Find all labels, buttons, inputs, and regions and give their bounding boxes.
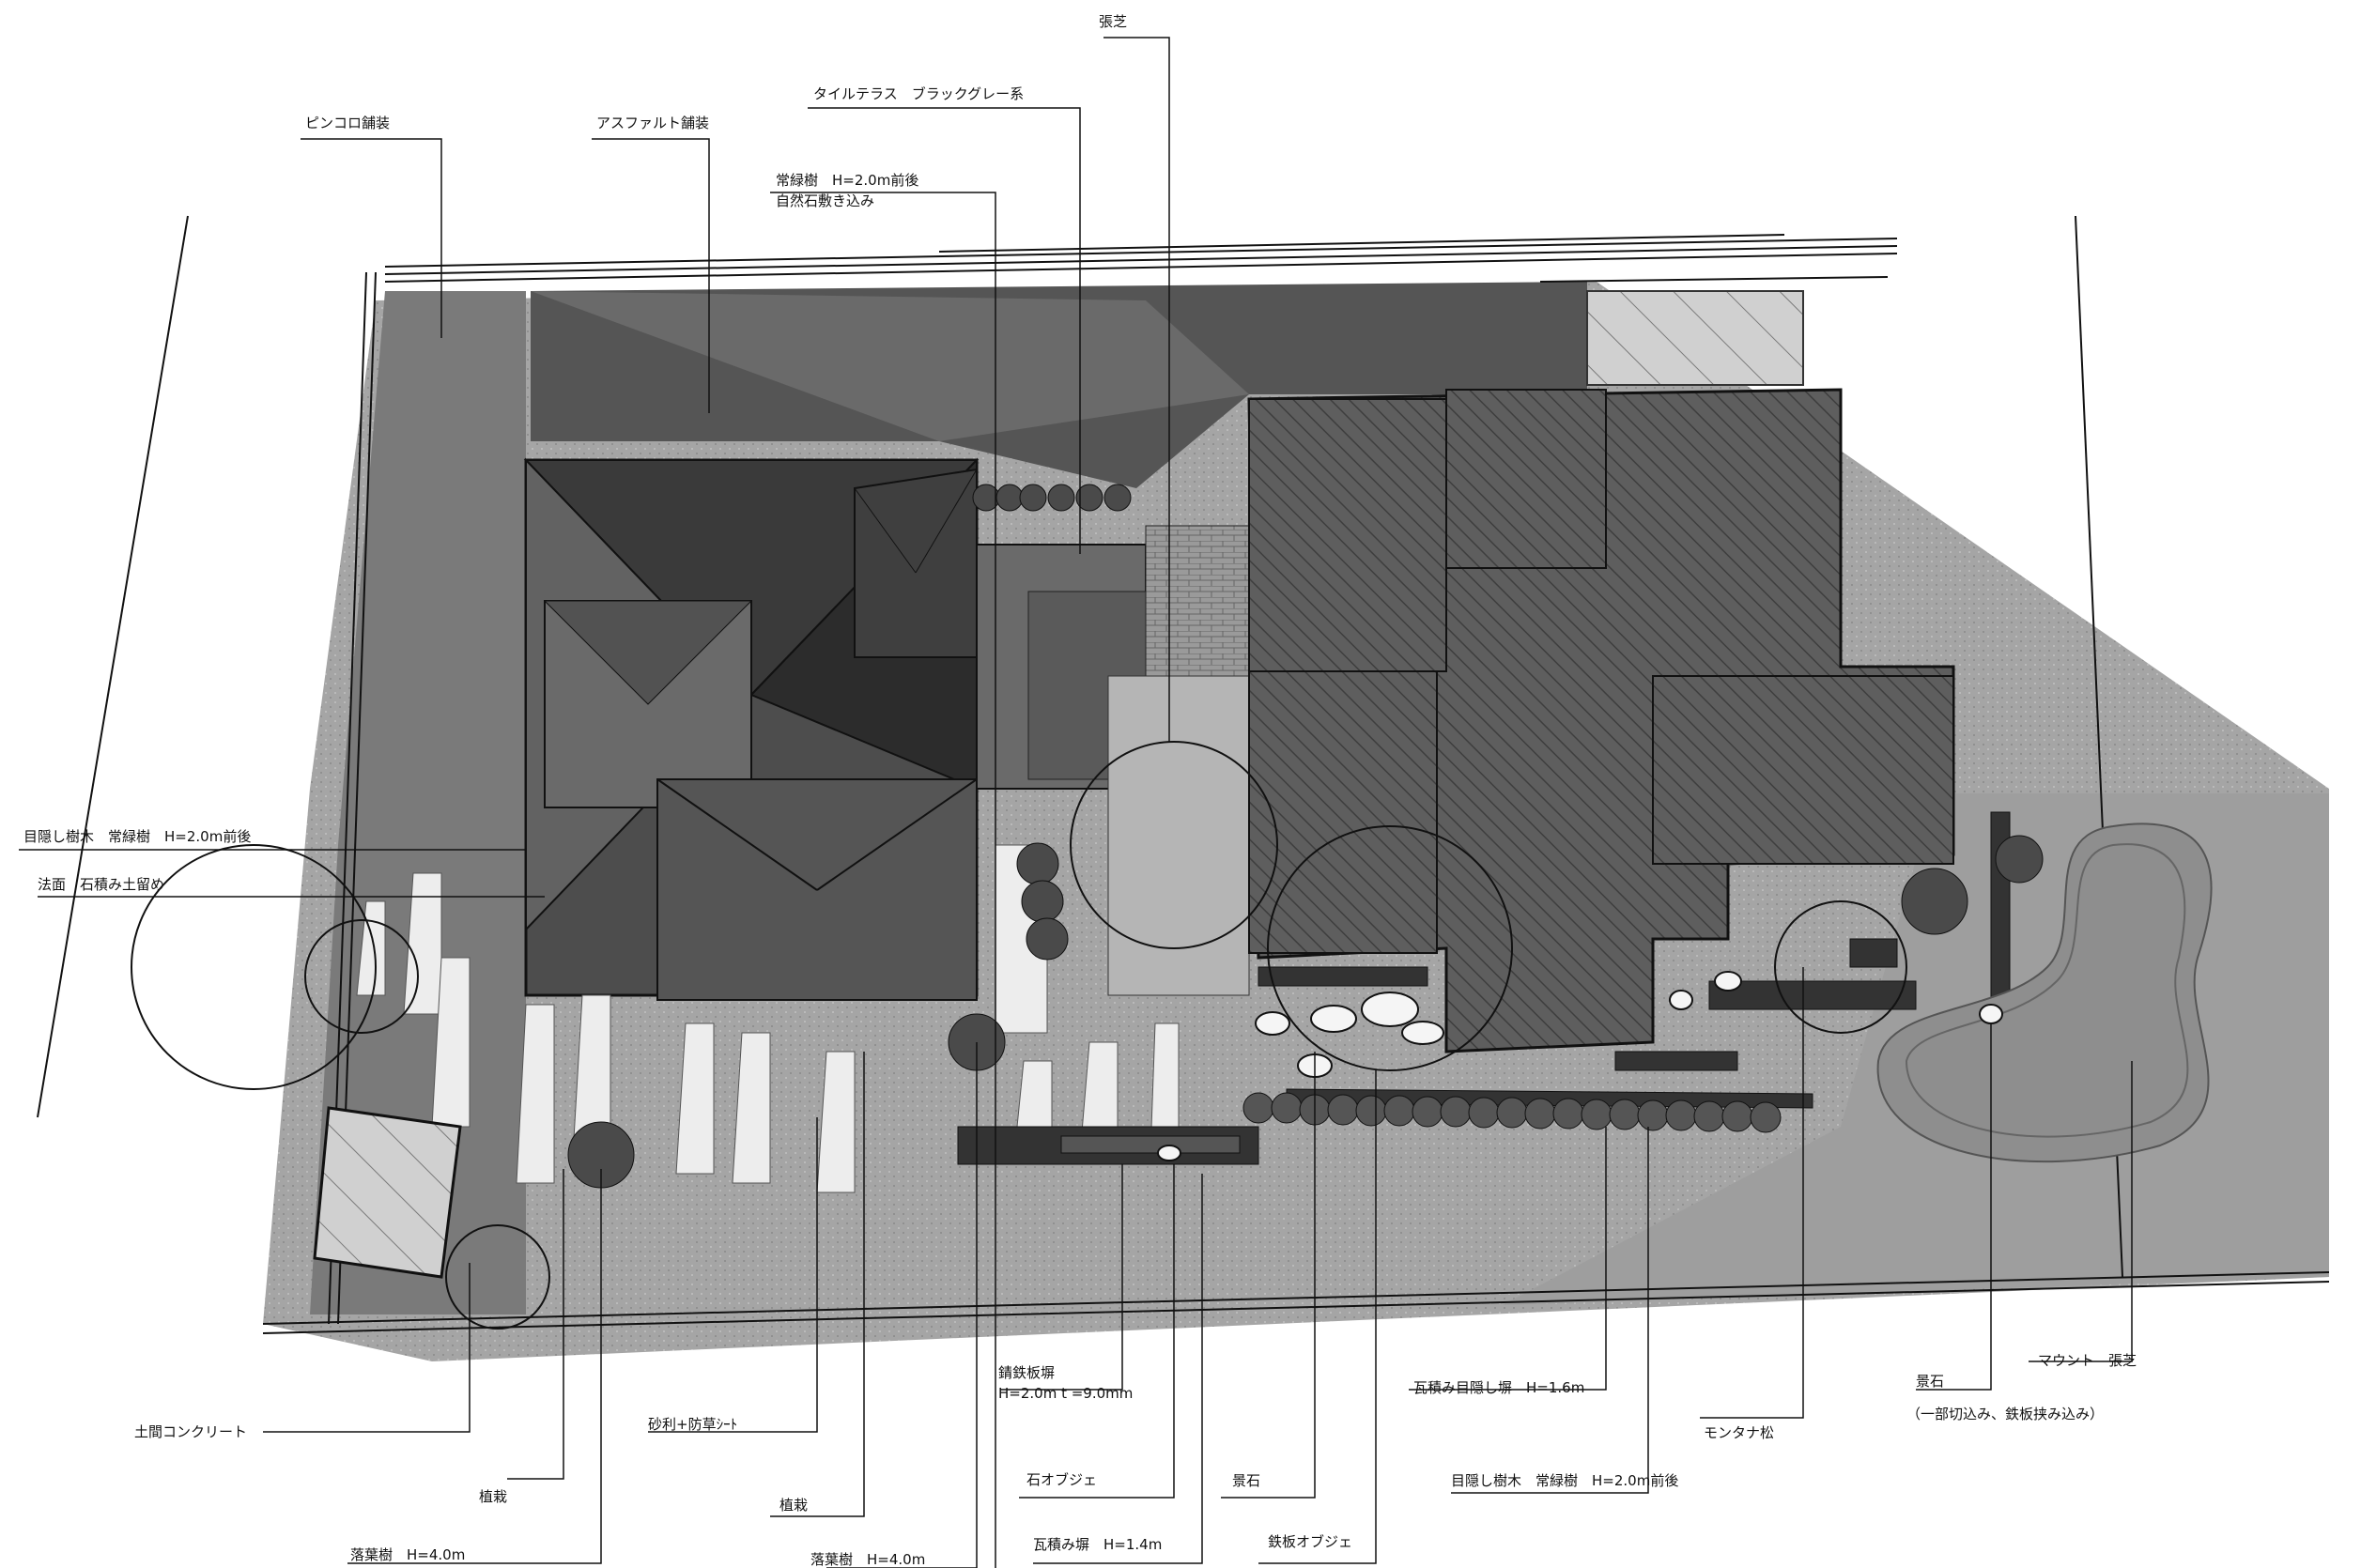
lower-left-slab xyxy=(313,1106,462,1279)
label-montana-pine: モンタナ松 xyxy=(1704,1424,1775,1441)
label-landscape-stone-2: 景石 xyxy=(1916,1373,1945,1390)
label-stone-object: 石オブジェ xyxy=(1026,1471,1098,1488)
label-asphalt-paving: アスファルト舗装 xyxy=(596,115,710,131)
label-natural-stone: 自然石敷き込み xyxy=(776,192,875,209)
landscape-stones xyxy=(1157,971,2003,1161)
label-doma-concrete: 土間コンクリート xyxy=(134,1423,248,1440)
label-deciduous-1: 落葉樹 H=4.0m xyxy=(350,1546,466,1563)
label-mound-lawn: マウント 張芝 xyxy=(2038,1352,2137,1369)
label-rust-steel-wall: 錆鉄板塀 xyxy=(998,1364,1056,1381)
label-tile-wall: 瓦積み塀 H=1.4m xyxy=(1033,1536,1163,1553)
hedge-row xyxy=(1242,1092,1782,1133)
shrubs xyxy=(567,484,2044,1189)
top-parking-slab xyxy=(1586,290,1804,386)
label-rust-steel-size: H=2.0m t =9.0mm xyxy=(998,1385,1134,1402)
road-lines xyxy=(37,215,2330,1334)
label-pinkoro-paving: ピンコロ舗装 xyxy=(305,115,391,131)
label-lawn-top: 張芝 xyxy=(1099,13,1128,30)
label-steel-object: 鉄板オブジェ xyxy=(1268,1533,1353,1550)
label-slope-wall: 法面 石積み土留め xyxy=(38,876,165,893)
pinkoro-paving xyxy=(310,291,526,1314)
label-tile-screen-wall: 瓦積み目隠し塀 H=1.6m xyxy=(1413,1379,1585,1396)
label-tile-terrace: タイルテラス ブラックグレー系 xyxy=(813,85,1025,102)
label-planting-2: 植栽 xyxy=(779,1497,809,1514)
leader-lines xyxy=(19,37,2133,1568)
label-planting-1: 植栽 xyxy=(479,1488,508,1505)
mound-lawn xyxy=(1876,822,2213,1163)
trees xyxy=(131,741,1907,1330)
label-screen-tree-left: 目隠し樹木 常緑樹 H=2.0m前後 xyxy=(23,828,252,845)
label-landscape-stone-2-note: （一部切込み、鉄板挟み込み） xyxy=(1906,1406,2105,1422)
stepping-stones xyxy=(356,844,1180,1193)
label-landscape-stone: 景石 xyxy=(1232,1472,1261,1489)
brick-path xyxy=(1145,525,1250,677)
label-evergreen-top: 常緑樹 H=2.0m前後 xyxy=(776,172,919,189)
asphalt-wedge xyxy=(531,291,1249,441)
right-house-roof xyxy=(1247,388,1955,1053)
walls xyxy=(957,811,2011,1165)
label-deciduous-2: 落葉樹 H=4.0m xyxy=(810,1551,926,1568)
left-house-roof xyxy=(523,457,980,1001)
label-screen-tree-right: 目隠し樹木 常緑樹 H=2.0m前後 xyxy=(1451,1472,1679,1489)
label-gravel-sheet: 砂利+防草ｼｰﾄ xyxy=(648,1416,738,1433)
entrance-lawn xyxy=(1107,675,1250,996)
